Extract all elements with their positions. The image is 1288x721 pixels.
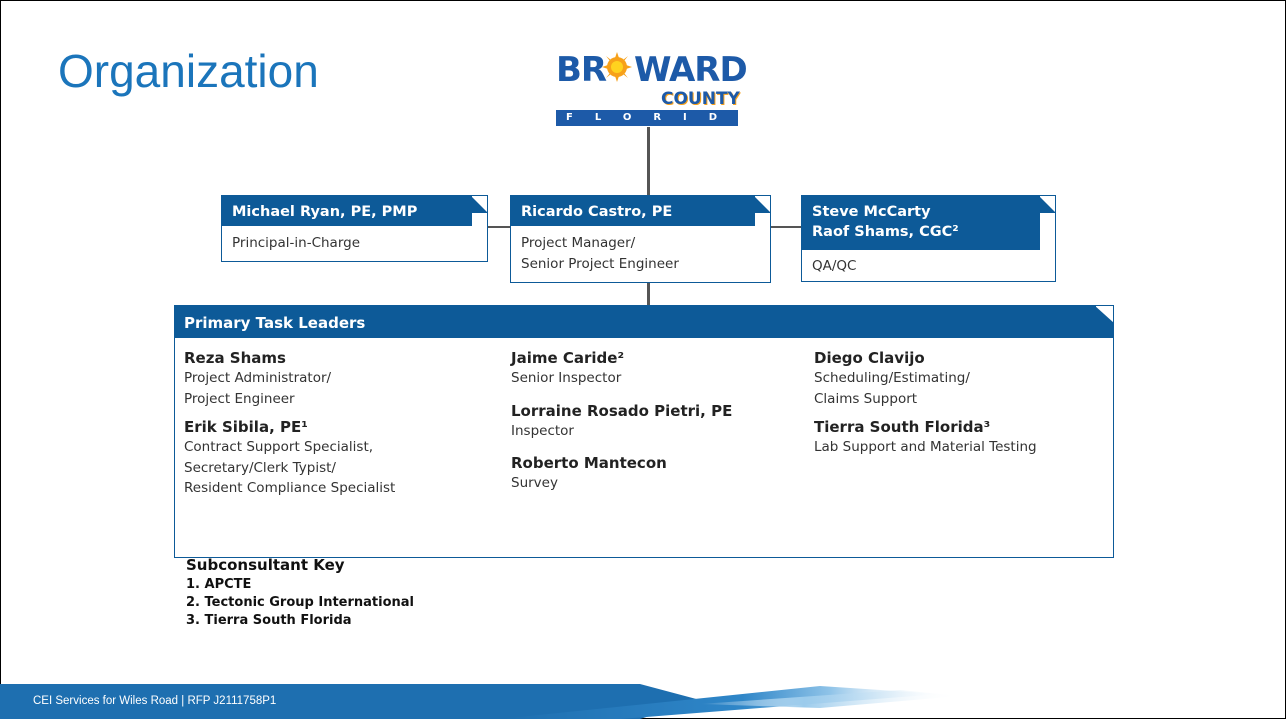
subconsultant-key: Subconsultant Key 1. APCTE 2. Tectonic G… bbox=[186, 556, 414, 630]
project-manager-role-line: Project Manager/ bbox=[521, 235, 636, 251]
leader-role: Survey bbox=[511, 475, 558, 491]
connector-center-to-leaders bbox=[647, 283, 650, 305]
leader-name: Reza Shams bbox=[184, 349, 286, 367]
project-manager-role-line: Senior Project Engineer bbox=[521, 256, 679, 272]
leader-role: Resident Compliance Specialist bbox=[184, 480, 396, 496]
qa-qc-name: Raof Shams, CGC² bbox=[812, 224, 959, 240]
leaders-column-2: Jaime Caride² Senior Inspector Lorraine … bbox=[511, 348, 732, 502]
leader-role: Scheduling/Estimating/ bbox=[814, 370, 970, 386]
box-corner bbox=[470, 195, 488, 213]
broward-county-logo: BROWARD COUNTY FLORIDA bbox=[556, 50, 748, 130]
subconsultant-key-item: 2. Tectonic Group International bbox=[186, 595, 415, 610]
footer-swoosh bbox=[0, 684, 960, 719]
leader-role: Lab Support and Material Testing bbox=[814, 439, 1037, 455]
leader-entry: Erik Sibila, PE¹ Contract Support Specia… bbox=[184, 417, 395, 499]
leader-role: Inspector bbox=[511, 422, 574, 439]
connector-logo-to-center bbox=[647, 127, 650, 195]
leader-entry: Diego Clavijo Scheduling/Estimating/ Cla… bbox=[814, 348, 1037, 409]
leader-role: Claims Support bbox=[814, 390, 918, 407]
sun-icon bbox=[602, 52, 632, 82]
subconsultant-key-item: 1. APCTE bbox=[186, 577, 252, 592]
qa-qc-names: Steve McCarty Raof Shams, CGC² bbox=[802, 196, 1040, 250]
leader-role: Secretary/Clerk Typist/ bbox=[184, 459, 336, 476]
connector-left-to-center bbox=[487, 226, 510, 228]
page-title: Organization bbox=[58, 45, 319, 97]
subconsultant-key-title: Subconsultant Key bbox=[186, 556, 345, 574]
leader-name: Tierra South Florida³ bbox=[814, 418, 991, 436]
leader-role: Contract Support Specialist, bbox=[184, 439, 374, 455]
project-manager-role: Project Manager/ Senior Project Engineer bbox=[521, 233, 679, 275]
principal-name: Michael Ryan, PE, PMP bbox=[222, 196, 472, 226]
leaders-column-1: Reza Shams Project Administrator/ Projec… bbox=[184, 348, 395, 507]
leader-entry: Lorraine Rosado Pietri, PE Inspector bbox=[511, 401, 732, 442]
principal-role: Principal-in-Charge bbox=[232, 235, 361, 251]
leader-name: Roberto Mantecon bbox=[511, 454, 667, 472]
box-corner bbox=[753, 195, 771, 213]
leader-role: Project Administrator/ bbox=[184, 370, 332, 386]
subconsultant-key-item: 3. Tierra South Florida bbox=[186, 613, 352, 628]
box-corner bbox=[1038, 195, 1056, 213]
project-manager-box: Ricardo Castro, PE Project Manager/ Seni… bbox=[510, 195, 771, 283]
leader-name: Lorraine Rosado Pietri, PE bbox=[511, 401, 733, 420]
leader-role: Project Engineer bbox=[184, 390, 295, 407]
leader-entry: Reza Shams Project Administrator/ Projec… bbox=[184, 348, 395, 409]
footer-text: CEI Services for Wiles Road | RFP J21117… bbox=[33, 695, 277, 707]
primary-task-leaders-panel: Primary Task Leaders Reza Shams Project … bbox=[174, 305, 1114, 558]
leader-entry: Roberto Mantecon Survey bbox=[511, 453, 732, 494]
logo-county: COUNTY bbox=[661, 89, 740, 109]
leader-name: Diego Clavijo bbox=[814, 349, 925, 367]
qa-qc-box: Steve McCarty Raof Shams, CGC² QA/QC bbox=[801, 195, 1056, 282]
primary-task-leaders-title: Primary Task Leaders bbox=[174, 305, 1096, 338]
leader-entry: Tierra South Florida³ Lab Support and Ma… bbox=[814, 417, 1037, 458]
leader-name: Jaime Caride² bbox=[511, 349, 625, 367]
qa-qc-role: QA/QC bbox=[812, 258, 857, 274]
principal-box: Michael Ryan, PE, PMP Principal-in-Charg… bbox=[221, 195, 488, 262]
logo-state-band: FLORIDA bbox=[556, 110, 747, 126]
leader-role: Senior Inspector bbox=[511, 370, 622, 386]
connector-center-to-right bbox=[770, 226, 801, 228]
leader-entry: Jaime Caride² Senior Inspector bbox=[511, 348, 732, 389]
logo-wordmark: BROWARD bbox=[556, 50, 748, 90]
panel-corner bbox=[1094, 305, 1114, 338]
project-manager-name: Ricardo Castro, PE bbox=[511, 196, 755, 226]
leaders-column-3: Diego Clavijo Scheduling/Estimating/ Cla… bbox=[814, 348, 1037, 466]
footer-bar: CEI Services for Wiles Road | RFP J21117… bbox=[0, 684, 1286, 719]
leader-name: Erik Sibila, PE¹ bbox=[184, 418, 308, 436]
qa-qc-name: Steve McCarty bbox=[812, 204, 931, 220]
